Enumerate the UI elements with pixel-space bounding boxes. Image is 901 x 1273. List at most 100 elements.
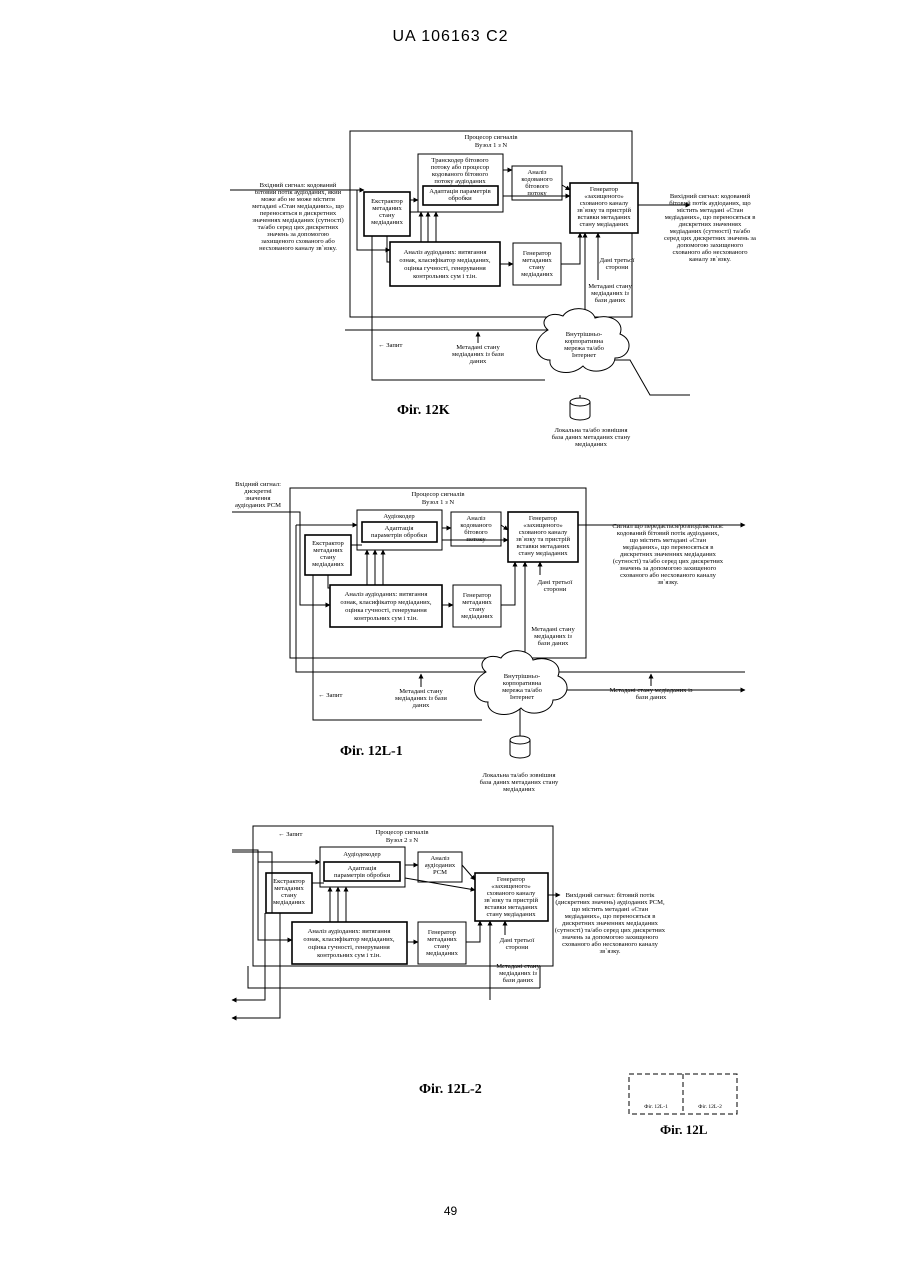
svg-text:медіаданих (сутності) та/або: медіаданих (сутності) та/або: [670, 228, 751, 235]
svg-text:бази даних: бази даних: [503, 977, 534, 984]
svg-text:сторони: сторони: [606, 264, 629, 271]
svg-text:медіаданих: медіаданих: [575, 441, 607, 448]
svg-text:дискретних значеннях: дискретних значеннях: [679, 221, 742, 228]
meta-gen-label: стану: [434, 943, 450, 950]
encoder-label: Аудіокодер: [383, 513, 415, 520]
output-signal-text: Сигнал що передається/розподіляється: ко…: [612, 523, 724, 586]
coded-analysis-label: бітового: [464, 529, 488, 536]
figure-caption-12l-1: Фіг. 12L-1: [340, 744, 403, 759]
svg-text:значень за допомогою: значень за допомогою: [267, 231, 329, 238]
svg-text:схованого або несхованого кана: схованого або несхованого каналу: [562, 941, 659, 948]
extractor-label: метаданих: [313, 547, 343, 554]
audio-analysis-label: Аналіз аудіоданих: витягання: [308, 928, 391, 935]
svg-text:медіаданих», що переносяться в: медіаданих», що переносяться в: [665, 214, 756, 221]
svg-text:(дискретних значень) аудіодани: (дискретних значень) аудіоданих PCM,: [555, 899, 665, 906]
network-cloud: Внутрішньо- корпоративна мережа та/або І…: [474, 651, 567, 715]
svg-text:значень за допомогою захищеног: значень за допомогою захищеного: [562, 934, 659, 941]
svg-text:мережа та/або: мережа та/або: [502, 687, 542, 694]
audio-analysis-label: ознак, класифікатор медіаданих,: [303, 936, 394, 943]
meta-gen-label: метаданих: [522, 257, 552, 264]
meta-gen-label: медіаданих: [426, 950, 458, 957]
svg-text:серед цих дискретних значень з: серед цих дискретних значень за: [664, 235, 756, 242]
svg-text:даних: даних: [413, 702, 430, 709]
coded-analysis-label: кодованого: [521, 176, 553, 183]
svg-text:мережа та/або: мережа та/або: [564, 345, 604, 352]
extractor-label: Екстрактор: [273, 878, 305, 885]
svg-text:корпоративна: корпоративна: [503, 680, 541, 687]
audio-analysis-label: ознак, класифікатор медіаданих,: [399, 257, 490, 264]
adapt-label: Адаптація: [385, 525, 414, 532]
svg-text:схованого або несхованого: схованого або несхованого: [672, 249, 748, 256]
coded-analysis-label: Аналіз: [527, 169, 546, 176]
db-metadata-label-2: Метадані стану медіаданих із бази даних: [395, 688, 447, 709]
query-label: ← Запит: [378, 342, 402, 349]
svg-text:Локальна та/або зовнішня: Локальна та/або зовнішня: [482, 772, 555, 779]
svg-text:Метадані стану: Метадані стану: [456, 344, 500, 351]
hidden-gen-label: «захищеного»: [584, 193, 624, 200]
svg-text:переносяться в дискретних: переносяться в дискретних: [260, 210, 337, 217]
database-icon: [570, 398, 590, 420]
transcoder-label: потоку або процесор: [431, 164, 490, 171]
svg-text:корпоративна: корпоративна: [565, 338, 603, 345]
db-metadata-label-3: Метадані стану медіаданих із бази даних: [609, 687, 692, 701]
adapt-label: Адаптація: [348, 865, 377, 872]
svg-text:дискретних значеннях медіадани: дискретних значеннях медіаданих: [620, 551, 717, 558]
node-label: Вузол 1 з N: [475, 142, 508, 149]
extractor-label: медіаданих: [312, 561, 344, 568]
svg-text:медіаданих: медіаданих: [503, 786, 535, 793]
hidden-gen-label: Генератор: [497, 876, 526, 883]
svg-text:може або не може містити: може або не може містити: [261, 196, 335, 203]
processor-title: Процесор сигналів: [464, 134, 517, 141]
extractor-label: медіаданих: [371, 219, 403, 226]
svg-text:метадані «Стан медіаданих», що: метадані «Стан медіаданих», що: [252, 203, 344, 210]
meta-gen-label: метаданих: [427, 936, 457, 943]
extractor-label: стану: [281, 892, 297, 899]
svg-text:Внутрішньо-: Внутрішньо-: [504, 673, 540, 680]
output-signal-text: Вихідний сигнал: кодований бітовий потік…: [664, 193, 756, 263]
figure-12l-key: Фіг. 12L-1 Фіг. 12L-2 Фіг. 12L: [629, 1074, 737, 1137]
adapt-label: параметрів обробки: [371, 532, 427, 539]
svg-text:зв`язку.: зв`язку.: [658, 579, 679, 586]
svg-text:бази даних: бази даних: [538, 640, 569, 647]
network-cloud: Внутрішньо- корпоративна мережа та/або І…: [536, 309, 629, 373]
svg-text:Метадані стану: Метадані стану: [496, 963, 540, 970]
svg-text:значення: значення: [245, 495, 270, 502]
pcm-analysis-label: PCM: [433, 869, 447, 876]
svg-text:база даних метаданих стану: база даних метаданих стану: [552, 434, 631, 441]
figure-12k: Процесор сигналів Вузол 1 з N Транскодер…: [230, 131, 756, 448]
hidden-gen-label: схованого каналу: [487, 890, 536, 897]
audio-analysis-label: оцінка гучності, генерування: [404, 265, 486, 272]
svg-text:медіаданих», що переносяться в: медіаданих», що переносяться в: [565, 913, 656, 920]
hidden-gen-label: «захищеного»: [523, 522, 563, 529]
hidden-gen-label: вставки метаданих: [516, 543, 570, 550]
svg-text:що містить метадані «Стан: що містить метадані «Стан: [572, 906, 649, 913]
audio-analysis-label: контрольних сум і т.ін.: [317, 952, 381, 959]
svg-text:значень за допомогою захищеног: значень за допомогою захищеного: [620, 565, 717, 572]
svg-text:медіаданих із: медіаданих із: [534, 633, 572, 640]
audio-analysis-label: ознак, класифікатор медіаданих,: [340, 599, 431, 606]
transcoder-label: кодованого бітового: [432, 171, 489, 178]
audio-analysis-label: оцінка гучності, генерування: [308, 944, 390, 951]
meta-gen-label: стану: [469, 606, 485, 613]
svg-text:містить метадані «Стан: містить метадані «Стан: [677, 207, 744, 214]
svg-text:Вхідний сигнал:: Вхідний сигнал:: [235, 481, 281, 488]
hidden-gen-label: вставки метаданих: [484, 904, 538, 911]
page-number: 49: [0, 1204, 901, 1218]
output-signal-text: Вихідний сигнал: бітовий потік (дискретн…: [555, 892, 666, 955]
extractor-label: стану: [379, 212, 395, 219]
db-metadata-label-2: Метадані стану медіаданих із бази даних: [452, 344, 504, 365]
svg-text:медіаданих із бази: медіаданих із бази: [395, 695, 447, 702]
svg-text:(сутності) та/або серед цих ди: (сутності) та/або серед цих дискретних: [613, 558, 724, 565]
svg-text:даних: даних: [470, 358, 487, 365]
svg-text:захищеного схованого або: захищеного схованого або: [261, 238, 335, 245]
svg-text:Внутрішньо-: Внутрішньо-: [566, 331, 602, 338]
hidden-gen-label: Генератор: [529, 515, 558, 522]
svg-text:дискретні: дискретні: [244, 488, 272, 495]
audio-analysis-label: Аналіз аудіоданих: витягання: [345, 591, 428, 598]
figure-caption-12k: Фіг. 12K: [397, 403, 450, 418]
svg-text:допомогою захищеного: допомогою захищеного: [677, 242, 744, 249]
svg-text:Метадані стану медіаданих із: Метадані стану медіаданих із: [609, 687, 692, 694]
coded-analysis-label: бітового: [525, 183, 549, 190]
extractor-label: медіаданих: [273, 899, 305, 906]
svg-text:Вихідний сигнал: кодований: Вихідний сигнал: кодований: [670, 193, 751, 200]
